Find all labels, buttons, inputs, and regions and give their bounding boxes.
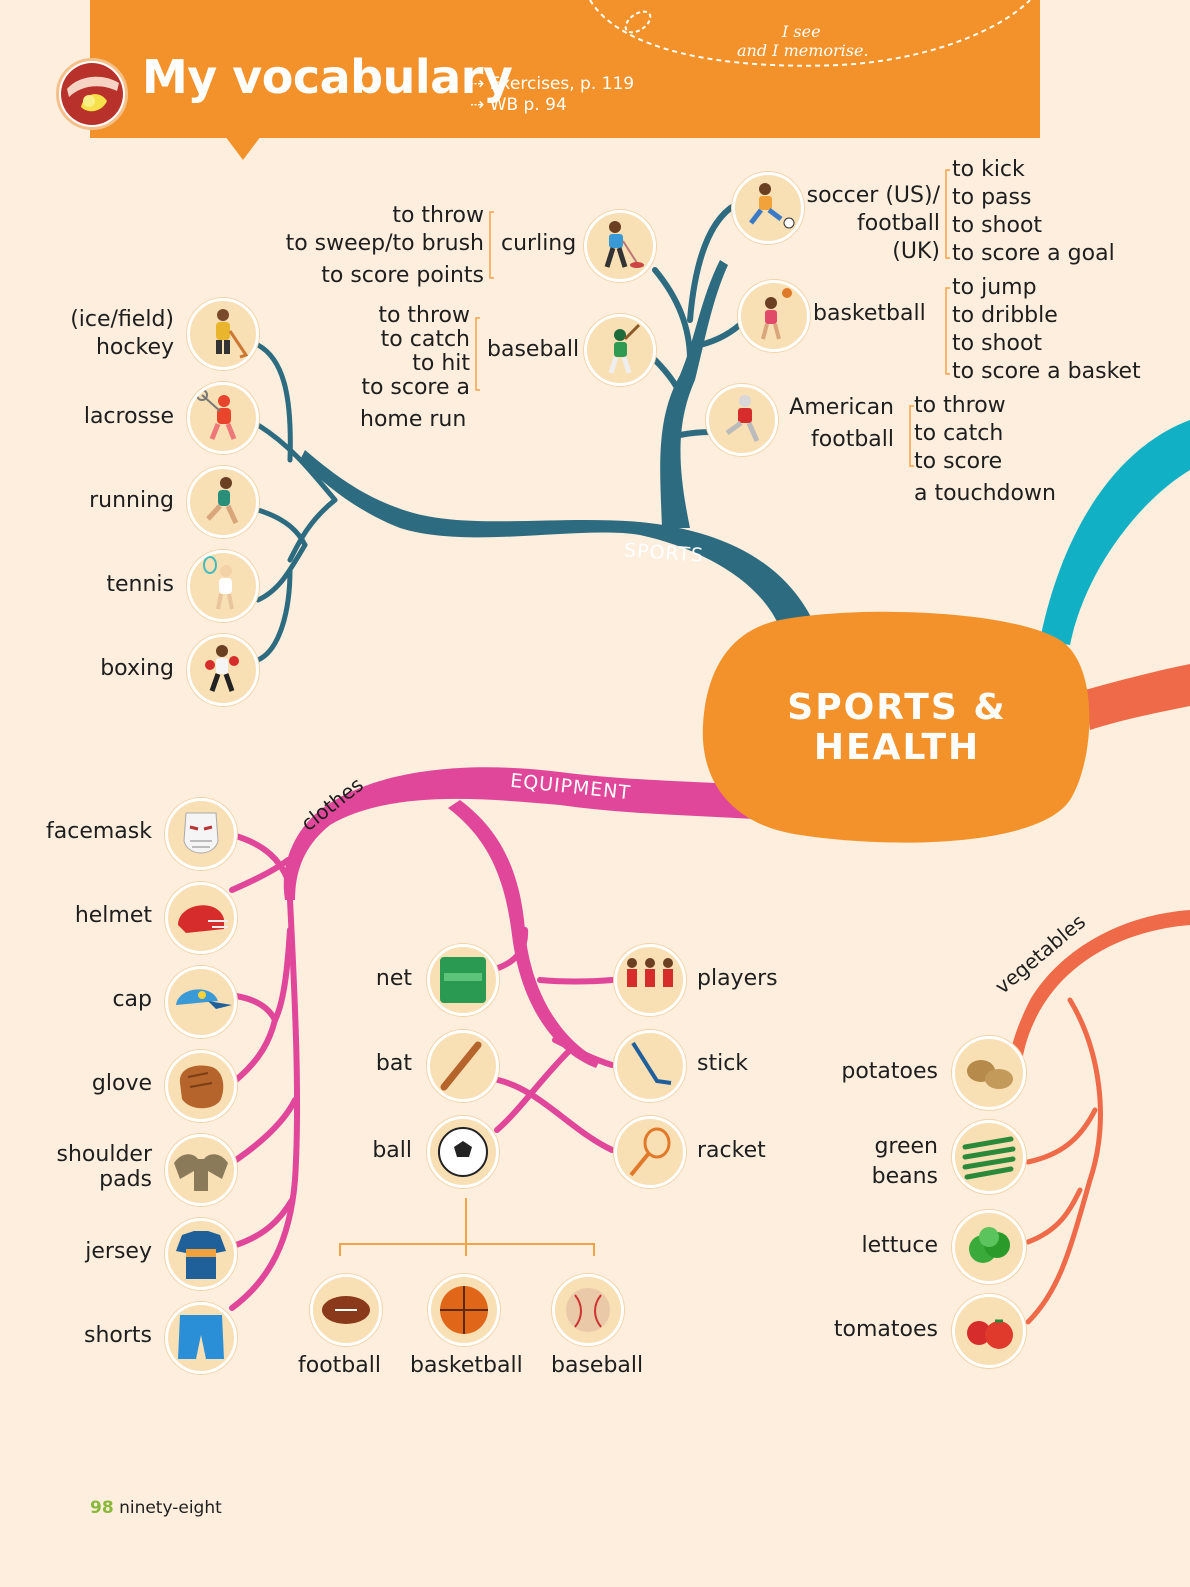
shorts-icon [165,1302,237,1374]
basketball-ball-label: basketball [410,1353,523,1378]
facemask-label: facemask [46,819,152,844]
potatoes-label: potatoes [841,1059,938,1084]
lettuce-icon [952,1210,1026,1284]
dotted-decoration [589,0,1031,67]
center-node: SPORTS & HEALTH [702,688,1092,768]
arrow-icon: ⇢ [470,95,490,115]
green-beans-icon [952,1120,1026,1194]
soccer-label: soccer (US)/football(UK) [806,183,940,264]
running-label: running [89,488,174,513]
hockey-player-icon [187,298,259,370]
curling-player-icon [584,210,656,282]
players-icon [614,944,686,1016]
helmet-label: helmet [74,903,152,928]
baseball-verb-home-run: home run [360,407,467,432]
soccer-player-icon [732,172,804,244]
page-number: 98 [90,1498,114,1518]
bat-icon [427,1030,499,1102]
lacrosse-label: lacrosse [83,404,174,429]
page-title: My vocabulary [142,50,513,104]
players-label: players [697,966,778,991]
baseball-ball-icon [552,1274,624,1346]
baseball-ball-label: baseball [551,1353,644,1378]
stick-label: stick [697,1051,749,1076]
glove-label: glove [91,1071,152,1096]
football-label: football [298,1353,381,1378]
soccer-ball-icon [427,1116,499,1188]
header-banner-tail [225,136,261,160]
cap-icon [165,966,237,1038]
shoulder-pads-icon [165,1134,237,1206]
see-line-1: I see [782,22,821,41]
vocabulary-logo-icon [56,58,128,130]
racket-label: racket [697,1138,766,1163]
jersey-label: jersey [85,1239,152,1264]
page-footer: 98 ninety-eight [90,1498,222,1518]
potatoes-icon [952,1036,1026,1110]
shorts-label: shorts [84,1323,152,1348]
boxer-icon [187,634,259,706]
net-icon [427,944,499,1016]
lettuce-label: lettuce [861,1233,938,1258]
tomatoes-label: tomatoes [833,1317,938,1342]
arrow-icon: ⇢ [470,74,490,94]
lacrosse-player-icon [187,382,259,454]
center-line-2: HEALTH [813,727,981,768]
facemask-icon [165,798,237,870]
boxing-label: boxing [100,656,174,681]
runner-icon [187,466,259,538]
hockey-label: (ice/field)hockey [70,307,174,360]
basketball-ball-icon [428,1274,500,1346]
jersey-icon [165,1218,237,1290]
american-football-ball-icon [310,1274,382,1346]
basketball-label: basketball [813,301,926,326]
ball-label: ball [372,1138,412,1163]
hockey-stick-icon [614,1030,686,1102]
center-line-1: SPORTS & [787,687,1007,728]
curling-label: curling [501,231,577,256]
glove-icon [165,1050,237,1122]
helmet-icon [165,882,237,954]
cap-label: cap [112,987,152,1012]
bat-label: bat [375,1051,412,1076]
exercises-ref[interactable]: ⇢ Exercises, p. 119 [470,74,635,94]
baseball-player-icon [584,314,656,386]
baseball-label: baseball [487,337,580,362]
tennis-player-icon [187,550,259,622]
american-football-player-icon [706,384,778,456]
racket-icon [614,1116,686,1188]
page-number-text: ninety-eight [119,1498,222,1518]
workbook-ref[interactable]: ⇢ WB p. 94 [470,95,567,115]
basketball-player-icon [738,280,810,352]
tennis-label: tennis [106,572,174,597]
see-line-2: and I memorise. [737,41,869,60]
header-banner [90,0,1040,138]
tomatoes-icon [952,1294,1026,1368]
net-label: net [375,966,412,991]
